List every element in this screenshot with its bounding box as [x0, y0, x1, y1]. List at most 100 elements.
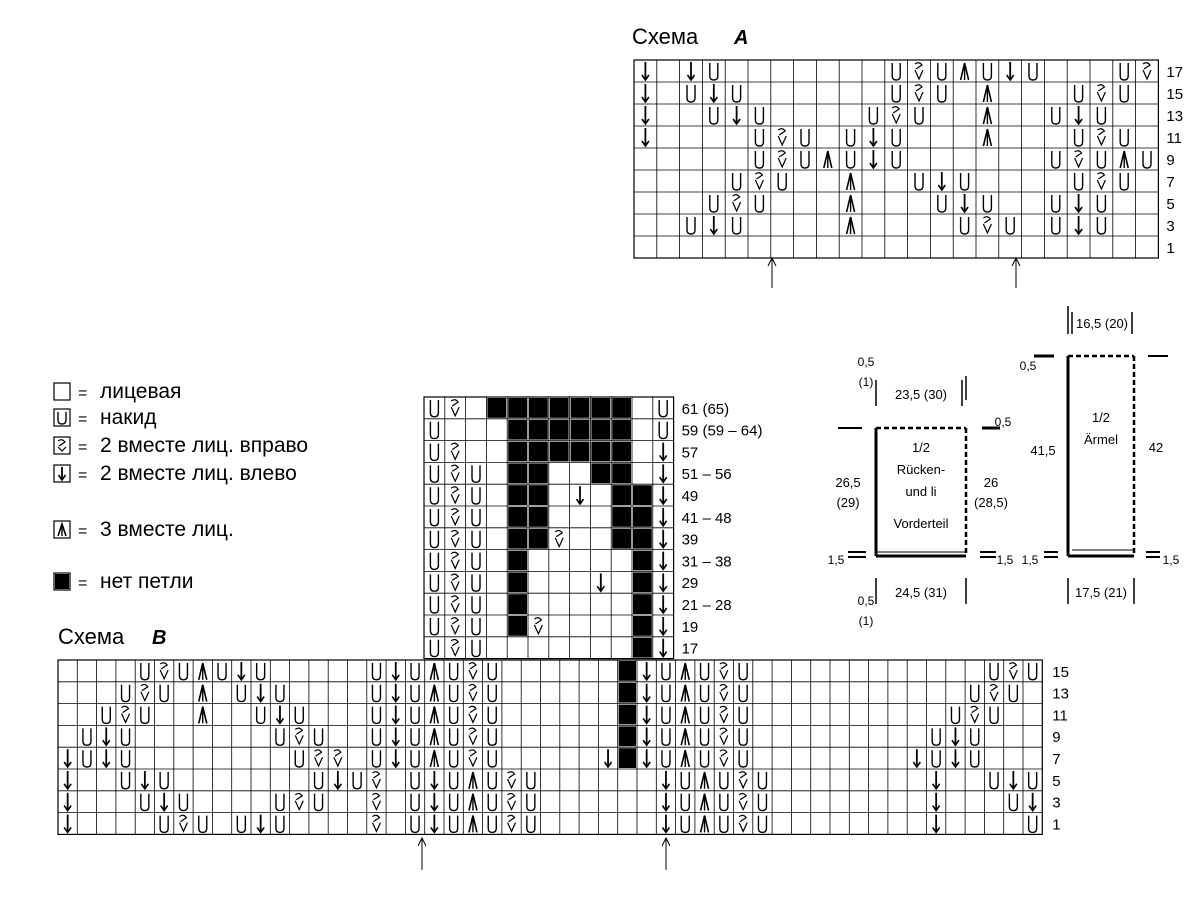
k2tog-left-symbol	[430, 814, 439, 834]
yarn-over-symbol	[471, 465, 481, 483]
yarn-over-symbol	[410, 772, 420, 790]
k3tog-symbol	[982, 84, 993, 103]
k2tog-left-symbol	[391, 662, 400, 682]
schema-a-row-label: 17	[1166, 64, 1183, 81]
k2tog-right-symbol	[1074, 150, 1084, 169]
yarn-over-symbol	[140, 663, 150, 681]
svg-text:=: =	[78, 523, 87, 540]
schema-a-row-label: 11	[1166, 130, 1182, 147]
no-stitch-cell	[612, 528, 631, 549]
k2tog-left-symbol	[659, 442, 668, 462]
k3tog-symbol	[429, 706, 440, 724]
k2tog-left-symbol	[709, 84, 718, 104]
no-stitch-cell	[612, 485, 631, 505]
k3tog-symbol	[197, 706, 208, 724]
k2tog-right-symbol	[450, 617, 460, 636]
no-stitch-cell	[529, 398, 548, 418]
legend-item: =лицевая	[53, 380, 181, 403]
k2tog-right-symbol	[914, 84, 924, 103]
yarn-over-symbol	[1051, 107, 1061, 125]
yarn-over-symbol	[526, 815, 536, 834]
schema-a-row-label: 9	[1166, 152, 1174, 169]
yarn-over-symbol	[487, 793, 497, 812]
k2tog-right-symbol	[732, 194, 742, 213]
k2tog-left-symbol	[659, 486, 668, 506]
k2tog-right-symbol	[140, 683, 150, 703]
k2tog-left-symbol	[140, 771, 150, 791]
yarn-over-symbol	[471, 530, 481, 549]
legend-item: =2 вместе лиц. влево	[53, 462, 297, 485]
yarn-over-symbol	[120, 750, 131, 768]
sleeve-top-width: 16,5 (20)	[1076, 316, 1128, 331]
k3tog-symbol	[680, 662, 691, 680]
legend-item: =2 вместе лиц. вправо	[53, 434, 308, 457]
yarn-over-symbol	[754, 107, 765, 125]
k2tog-right-symbol	[777, 128, 787, 147]
k2tog-right-symbol	[719, 683, 729, 703]
yarn-over-symbol	[429, 574, 440, 592]
yarn-over-symbol	[275, 728, 285, 746]
yarn-over-symbol	[82, 750, 92, 768]
yarn-over-symbol	[661, 750, 671, 768]
k2tog-left-symbol	[1009, 771, 1018, 791]
schema-a-letter: A	[733, 27, 748, 49]
k2tog-right-symbol	[777, 150, 787, 169]
svg-text:=: =	[78, 439, 87, 456]
yarn-over-symbol	[471, 552, 481, 571]
body-top-left-small-alt: (1)	[859, 375, 874, 389]
no-stitch-cell	[570, 398, 590, 418]
k3tog-symbol	[1119, 150, 1129, 169]
legend-item: =нет петли	[53, 570, 194, 593]
no-stitch-cell	[508, 616, 527, 636]
k2tog-right-symbol	[914, 62, 924, 81]
yarn-over-symbol	[255, 663, 266, 681]
yarn-over-symbol	[719, 772, 729, 790]
k2tog-left-symbol	[661, 792, 671, 812]
k2tog-left-symbol	[596, 573, 605, 593]
no-stitch-cell	[633, 572, 652, 593]
k3tog-symbol	[680, 684, 691, 702]
k2tog-left-symbol	[391, 749, 400, 769]
yarn-over-symbol	[448, 728, 459, 746]
yarn-over-symbol	[410, 750, 420, 768]
k2tog-right-symbol	[159, 662, 169, 681]
schema-b-grid	[57, 396, 1043, 870]
k2tog-left-symbol	[642, 749, 651, 769]
k2tog-right-symbol	[1096, 128, 1106, 147]
yarn-over-symbol	[731, 173, 742, 191]
yarn-over-symbol	[275, 684, 285, 703]
k2tog-right-symbol	[450, 442, 460, 461]
k2tog-right-symbol	[57, 439, 67, 452]
yarn-over-symbol	[709, 63, 719, 81]
body-right-height: 26	[984, 475, 998, 490]
yarn-over-symbol	[410, 728, 420, 746]
sleeve-right-hem: 1,5	[1163, 553, 1180, 567]
yarn-over-symbol	[429, 596, 440, 614]
yarn-over-symbol	[255, 706, 266, 725]
yarn-over-symbol	[487, 772, 497, 790]
yarn-over-symbol	[699, 750, 710, 768]
yarn-over-symbol	[709, 195, 719, 213]
yarn-over-symbol	[371, 663, 382, 681]
k3tog-symbol	[845, 172, 856, 191]
body-title-line-2: Rücken-	[897, 462, 945, 477]
yarn-over-symbol	[448, 684, 459, 703]
yarn-over-symbol	[1096, 195, 1107, 213]
yarn-over-symbol	[429, 530, 440, 549]
svg-text:=: =	[78, 575, 87, 592]
body-top-left-small: 0,5	[858, 355, 875, 369]
yarn-over-symbol	[140, 793, 150, 812]
yarn-over-symbol	[731, 217, 742, 235]
yarn-over-symbol	[699, 684, 710, 703]
yarn-over-symbol	[410, 684, 420, 703]
no-stitch-cell	[633, 594, 652, 614]
body-left-height: 26,5	[835, 475, 860, 490]
legend-item: =3 вместе лиц.	[53, 518, 234, 541]
yarn-over-symbol	[1119, 63, 1129, 81]
k2tog-right-symbol	[294, 792, 304, 812]
yarn-over-symbol	[429, 465, 440, 483]
yarn-over-symbol	[57, 412, 67, 425]
yarn-over-symbol	[526, 793, 536, 812]
schema-b-lower-row-label: 1	[1052, 816, 1060, 833]
